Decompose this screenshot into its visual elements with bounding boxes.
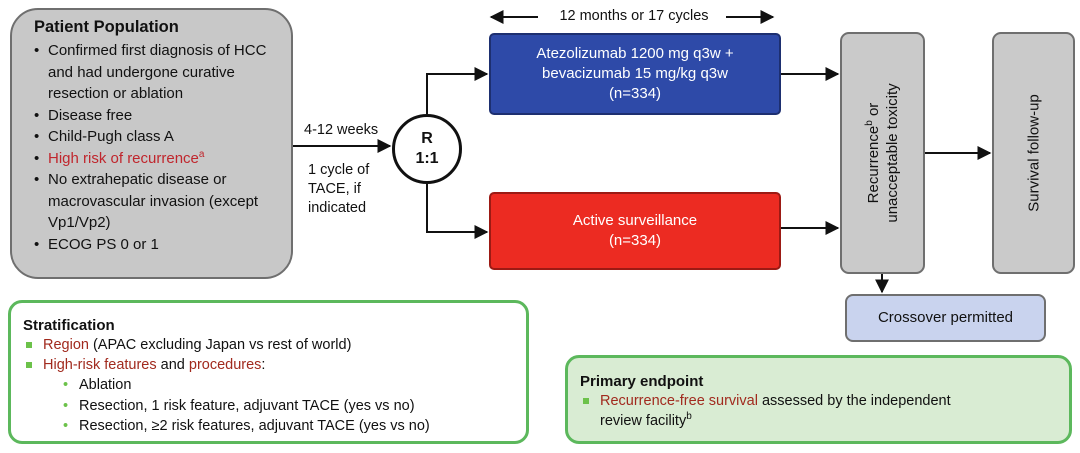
population-criteria-list: Confirmed first diagnosis of HCC and had…	[34, 40, 277, 255]
survival-follow-up-box: Survival follow-up	[992, 32, 1075, 274]
procedure-item: Ablation	[43, 375, 526, 396]
procedure-sublist: Ablation Resection, 1 risk feature, adju…	[43, 375, 526, 437]
stratification-risk-procedures: High-risk features and procedures: Ablat…	[23, 356, 526, 437]
tace-label: 1 cycle of TACE, if indicated	[308, 162, 370, 216]
randomization-node: R 1:1	[392, 114, 462, 184]
patient-population-box: Patient Population Confirmed first diagn…	[10, 8, 293, 279]
duration-label: 12 months or 17 cycles	[559, 8, 709, 24]
primary-endpoint-title: Primary endpoint	[580, 373, 704, 390]
criterion-ecog: ECOG PS 0 or 1	[34, 234, 277, 256]
criterion-high-risk: High risk of recurrencea	[34, 148, 277, 170]
criterion-child-pugh: Child-Pugh class A	[34, 126, 277, 148]
active-surveillance-arm: Active surveillance (n=334)	[489, 192, 781, 270]
stratification-title: Stratification	[23, 317, 115, 334]
criterion-diagnosis: Confirmed first diagnosis of HCC and had…	[34, 40, 277, 105]
criterion-no-extrahepatic: No extrahepatic disease or macrovascular…	[34, 169, 277, 234]
stratification-box: Stratification Region (APAC excluding Ja…	[8, 300, 529, 444]
primary-endpoint-item: Recurrence-free survival assessed by the…	[580, 392, 1069, 431]
atezolizumab-bevacizumab-arm: Atezolizumab 1200 mg q3w + bevacizumab 1…	[489, 33, 781, 115]
recurrence-toxicity-box: Recurrenceb or unacceptable toxicity	[840, 32, 925, 274]
primary-endpoint-list: Recurrence-free survival assessed by the…	[580, 392, 1069, 431]
arrow-randomization-to-atezo	[426, 67, 489, 114]
criterion-disease-free: Disease free	[34, 105, 277, 127]
weeks-label: 4-12 weeks	[304, 122, 379, 138]
stratification-list: Region (APAC excluding Japan vs rest of …	[23, 336, 526, 437]
procedure-item: Resection, 1 risk feature, adjuvant TACE…	[43, 396, 526, 417]
patient-population-title: Patient Population	[34, 18, 179, 36]
arrow-randomization-to-surveillance	[426, 184, 489, 239]
footnote-a: a	[198, 148, 205, 160]
crossover-permitted-box: Crossover permitted	[845, 294, 1046, 342]
procedure-item: Resection, ≥2 risk features, adjuvant TA…	[43, 416, 526, 437]
primary-endpoint-box: Primary endpoint Recurrence-free surviva…	[565, 355, 1072, 444]
stratification-region: Region (APAC excluding Japan vs rest of …	[23, 336, 526, 356]
